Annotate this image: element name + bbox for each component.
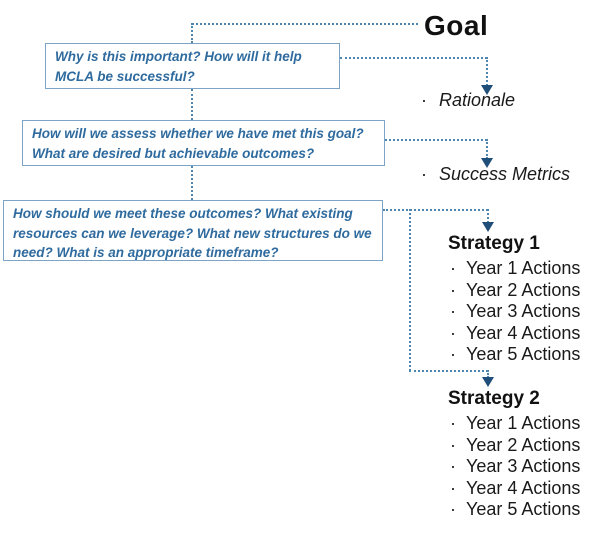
- connector-success-horizontal: [385, 139, 487, 141]
- question-box-rationale: Why is this important? How will it help …: [45, 43, 340, 89]
- action-text: Year 2 Actions: [466, 279, 581, 300]
- goal-heading: Goal: [424, 10, 489, 41]
- connector-box2-box3: [191, 166, 193, 200]
- arrow-down-icon: [482, 222, 494, 232]
- action-text: Year 4 Actions: [466, 477, 581, 498]
- strategy-1-block: Strategy 1 · Year 1 Actions · Year 2 Actio…: [448, 233, 580, 366]
- action-text: Year 1 Actions: [466, 258, 581, 278]
- list-item: · Year 2 Actions: [448, 280, 580, 302]
- connector-strategy2-horizontal: [409, 370, 488, 372]
- connector-strategy1-vertical: [487, 209, 489, 223]
- success-metrics-label-text: Success Metrics: [439, 164, 571, 184]
- bullet-icon: ·: [450, 499, 456, 519]
- question-box-strategies: How should we meet these outcomes? What …: [3, 200, 383, 261]
- list-item: · Year 2 Actions: [448, 435, 580, 457]
- bullet-icon: ·: [450, 456, 456, 476]
- bullet-icon: ·: [450, 258, 456, 278]
- list-item: · Year 4 Actions: [448, 323, 580, 345]
- connector-goal-vertical: [191, 23, 193, 43]
- action-text: Year 3 Actions: [466, 456, 581, 476]
- rationale-label: · Rationale: [421, 90, 515, 111]
- list-item: · Year 5 Actions: [448, 344, 580, 366]
- question-box-success-metrics: How will we assess whether we have met t…: [22, 120, 385, 166]
- connector-box1-box2: [191, 89, 193, 120]
- list-item: · Year 3 Actions: [448, 456, 580, 478]
- bullet-icon: ·: [450, 344, 456, 364]
- bullet-icon: ·: [450, 279, 456, 300]
- strategy-2-block: Strategy 2 · Year 1 Actions · Year 2 Actio…: [448, 388, 580, 521]
- list-item: · Year 1 Actions: [448, 413, 580, 435]
- list-item: · Year 3 Actions: [448, 301, 580, 323]
- action-text: Year 4 Actions: [466, 322, 581, 343]
- list-item: · Year 1 Actions: [448, 258, 580, 280]
- list-item: · Year 5 Actions: [448, 499, 580, 521]
- bullet-icon: ·: [421, 90, 427, 110]
- bullet-icon: ·: [450, 301, 456, 321]
- arrow-down-icon: [481, 85, 493, 95]
- action-text: Year 1 Actions: [466, 413, 581, 433]
- action-text: Year 3 Actions: [466, 301, 581, 321]
- strategy-2-title: Strategy 2: [448, 388, 540, 409]
- strategy-1-title: Strategy 1: [448, 233, 540, 254]
- bullet-icon: ·: [450, 322, 456, 343]
- bullet-icon: ·: [450, 434, 456, 455]
- connector-strategy2-vertical: [487, 370, 489, 378]
- rationale-label-text: Rationale: [439, 90, 516, 110]
- action-text: Year 5 Actions: [466, 499, 581, 519]
- bullet-icon: ·: [421, 164, 427, 184]
- bullet-icon: ·: [450, 413, 456, 433]
- arrow-down-icon: [481, 158, 493, 168]
- connector-strategy2-branch-vertical: [409, 209, 411, 371]
- connector-rationale-horizontal: [340, 57, 487, 59]
- action-text: Year 5 Actions: [466, 344, 581, 364]
- success-metrics-label: · Success Metrics: [421, 164, 570, 185]
- connector-success-vertical: [486, 139, 488, 159]
- action-text: Year 2 Actions: [466, 434, 581, 455]
- bullet-icon: ·: [450, 477, 456, 498]
- connector-goal-horizontal: [192, 23, 418, 25]
- connector-rationale-vertical: [486, 57, 488, 86]
- connector-strategy1-horizontal: [383, 209, 488, 211]
- arrow-down-icon: [482, 377, 494, 387]
- list-item: · Year 4 Actions: [448, 478, 580, 500]
